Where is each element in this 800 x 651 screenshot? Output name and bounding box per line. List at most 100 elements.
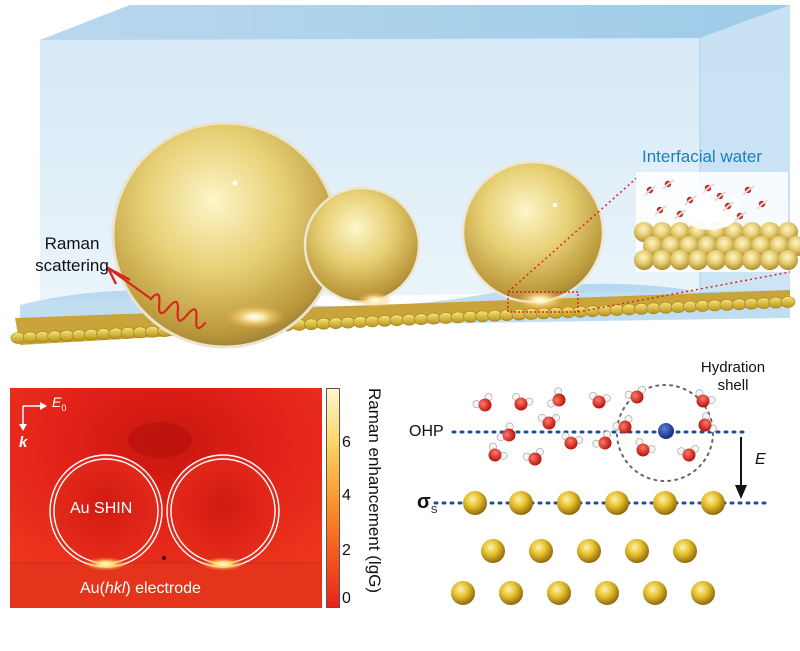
oxygen-atom — [564, 436, 578, 450]
water-molecule — [472, 393, 493, 412]
electrode-bead — [71, 329, 87, 341]
electrode-bead — [401, 313, 417, 326]
electrode-bead — [487, 309, 502, 322]
electrode-bead — [352, 316, 368, 328]
electrode-bead — [145, 325, 160, 338]
water-molecule — [695, 389, 716, 408]
colorbar-tick-4: 4 — [342, 487, 351, 504]
electrode-bead — [132, 326, 148, 339]
gold-atom — [653, 491, 677, 515]
electrode-bead — [414, 313, 429, 325]
interfacial-water-label: Interfacial water — [642, 147, 762, 166]
water-schematic-image — [433, 384, 767, 605]
inset-oh-bond — [659, 205, 667, 211]
electrode-bead — [96, 328, 111, 340]
field-e-label: E — [755, 451, 766, 468]
electrode-bead — [682, 300, 698, 313]
colorbar-title: Raman enhancement (lgG) — [365, 388, 384, 594]
electrode-bead — [328, 317, 344, 329]
water-molecule — [522, 448, 544, 466]
oxygen-atom — [698, 418, 712, 432]
electrode-bead — [707, 299, 722, 312]
gold-atom — [481, 539, 505, 563]
electrode-bead — [462, 311, 478, 323]
colorbar-tick-0: 0 — [342, 590, 351, 607]
electrode-bead — [475, 310, 490, 323]
inset-oh-bond — [649, 185, 657, 191]
inset-oh-bond — [654, 209, 661, 216]
electrode-bead — [304, 318, 319, 331]
gold-atom — [595, 581, 619, 605]
inset-oh-bond — [644, 189, 651, 196]
electrode-bead — [365, 315, 380, 328]
gold-atom — [691, 581, 715, 605]
electrode-bead — [47, 330, 62, 343]
oxygen-atom — [552, 393, 566, 407]
inset-oh-bond — [727, 201, 735, 207]
water-molecule — [589, 391, 611, 409]
oxygen-atom — [636, 443, 650, 457]
gold-atom — [577, 539, 601, 563]
gold-atom — [701, 491, 725, 515]
inset-oh-bond — [707, 183, 715, 189]
electrode-bead — [756, 297, 771, 309]
electrode-bead — [426, 312, 441, 325]
inset-oh-bond — [662, 183, 669, 190]
inset-oh-bond — [667, 179, 675, 185]
water-molecule — [496, 422, 516, 442]
electrode-bead — [377, 315, 392, 327]
water-molecule — [538, 414, 560, 430]
raman-label-line1: Raman — [44, 234, 100, 253]
electrode-bead — [450, 311, 466, 324]
oxygen-atom — [502, 428, 516, 442]
gold-atom — [499, 581, 523, 605]
sigma-s-label: σS — [417, 491, 438, 516]
water-molecule — [561, 432, 583, 450]
gold-atom — [673, 539, 697, 563]
inset-oh-bond — [684, 199, 691, 206]
oxygen-atom — [630, 390, 644, 404]
oxygen-atom — [696, 394, 710, 408]
electrode-bead — [316, 317, 331, 330]
oxygen-atom — [598, 436, 612, 450]
gold-atom — [463, 491, 487, 515]
scene-illustration — [10, 5, 800, 349]
gold-atom — [509, 491, 533, 515]
water-molecule — [624, 386, 646, 404]
electrode-bead — [511, 308, 527, 321]
water-molecule — [698, 412, 717, 433]
gold-atom — [547, 581, 571, 605]
colorbar-tick-2: 2 — [342, 542, 351, 559]
k-label: k — [19, 434, 28, 451]
inset-oh-bond — [714, 195, 721, 202]
water-molecule — [612, 415, 633, 434]
au-shin-label: Au SHIN — [70, 500, 133, 517]
electrode-bead — [59, 329, 75, 342]
water-molecule — [547, 387, 566, 408]
water-molecule — [488, 442, 508, 462]
water-molecule — [512, 393, 534, 411]
electrode-bead — [768, 296, 784, 309]
inset-oh-bond — [747, 185, 755, 191]
electrode-bead — [670, 301, 686, 313]
electrode-bead — [634, 303, 649, 315]
inset-gold-atom — [706, 250, 726, 270]
colorbar: 0 2 4 6 Raman enhancement (lgG) — [322, 388, 402, 618]
oxygen-atom — [592, 395, 606, 409]
inset-gold-atom — [652, 250, 672, 270]
electrode-bead — [609, 304, 625, 316]
oxygen-atom — [528, 452, 542, 466]
oxygen-atom — [514, 397, 528, 411]
hydration-label-line1: Hydration — [700, 359, 766, 376]
inset-oh-bond — [722, 205, 729, 212]
inset-gold-atom — [778, 250, 798, 270]
inset-oh-bond — [734, 215, 741, 222]
electrode-bead — [22, 331, 38, 344]
raman-label-line2: scattering — [35, 256, 109, 275]
electrode-bead — [621, 303, 637, 316]
electrode-bead — [719, 299, 735, 311]
oxygen-atom — [488, 448, 502, 462]
electrode-bead — [695, 300, 710, 312]
inset-oh-bond — [689, 195, 697, 201]
electrode-bead — [340, 316, 356, 329]
